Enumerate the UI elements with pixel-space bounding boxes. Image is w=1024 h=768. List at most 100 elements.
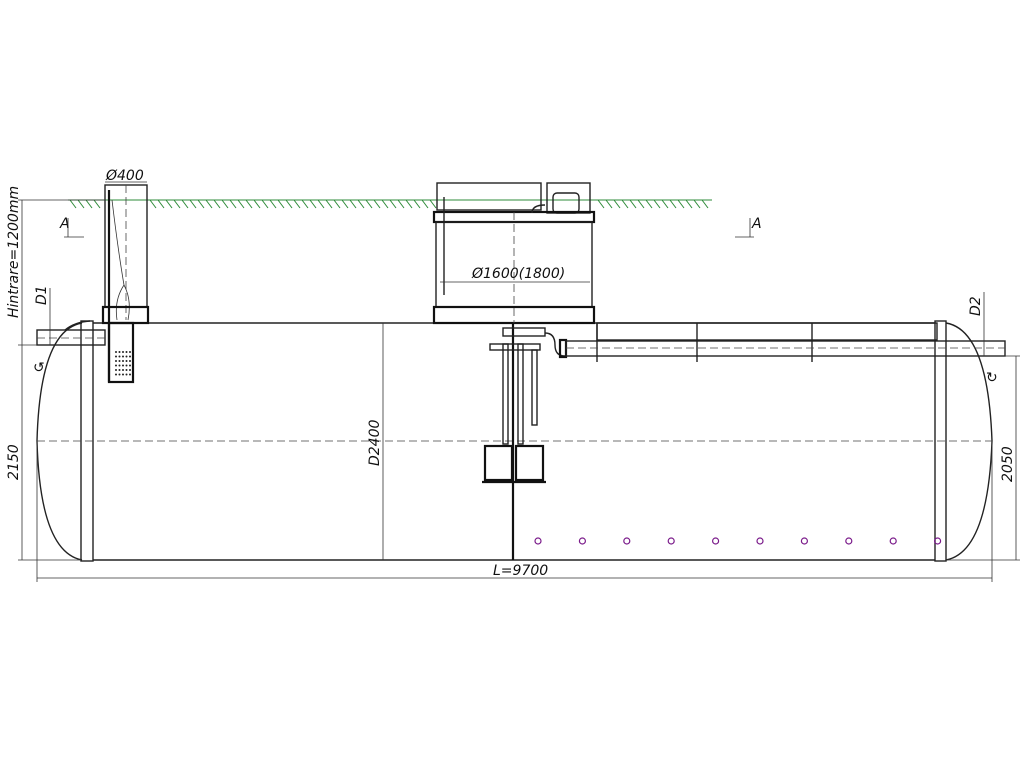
aerator-icon (933, 537, 942, 545)
basket-perforation (129, 364, 131, 367)
ground-hatch (261, 199, 269, 209)
basket-perforation (118, 373, 121, 376)
basket-perforation (122, 369, 124, 371)
inlet-shaft (101, 184, 150, 384)
ground-hatch (405, 199, 413, 209)
ground-hatch (357, 199, 365, 209)
ground-hatch (413, 199, 421, 209)
ground-hatch (621, 199, 629, 209)
aerator-icon (711, 537, 720, 545)
ground-hatch (349, 199, 357, 209)
ground-hatch (149, 199, 157, 209)
compressor-icon (552, 192, 580, 214)
ground-hatch (269, 199, 277, 209)
ground-hatch (597, 199, 605, 209)
basket-perforation (125, 369, 128, 371)
basket-perforation (115, 360, 117, 362)
ground-hatch (157, 199, 165, 209)
tank-length-label: L=9700 (493, 563, 548, 579)
ground-hatch (181, 199, 189, 209)
tank-body (36, 320, 993, 562)
ground-hatch (629, 199, 637, 209)
ground-hatch (189, 199, 197, 209)
inlet-pipe (36, 320, 106, 346)
ground-hatch (197, 199, 205, 209)
basket-perforation (118, 351, 121, 353)
ground-hatch (221, 199, 229, 209)
ground-hatch (253, 199, 261, 209)
basket-perforation (129, 351, 131, 353)
basket-perforation (125, 364, 128, 367)
basket-perforation (122, 373, 124, 376)
ground-hatch (693, 199, 701, 209)
outlet-label: D2 (968, 296, 984, 316)
ground-hatch (93, 199, 101, 209)
chamber-diameter-label: Ø1600(1800) (471, 266, 565, 282)
aerator-icon (578, 537, 587, 545)
ground-hatch (397, 199, 405, 209)
outlet-height-label: 2050 (1000, 446, 1016, 482)
ground-hatch (421, 199, 429, 209)
ground-hatch (77, 199, 85, 209)
basket-perforation (129, 369, 131, 371)
ground-hatch (653, 199, 661, 209)
aerator-icon (667, 537, 675, 545)
ground-hatch (661, 199, 669, 209)
basket-perforation (125, 351, 128, 353)
ground-hatch (173, 199, 181, 209)
ground-hatch (285, 199, 293, 209)
aerator-icon (845, 537, 853, 545)
ground-hatch (317, 199, 325, 209)
ground-line (68, 199, 712, 209)
inlet-height-label: 2150 (6, 444, 22, 480)
basket-perforation (118, 360, 121, 362)
tank-diameter-label: D2400 (367, 419, 383, 466)
ground-hatch (701, 199, 709, 209)
ground-hatch (245, 199, 253, 209)
ground-hatch (677, 199, 685, 209)
ground-hatch (165, 199, 173, 209)
inlet-label: D1 (34, 285, 50, 305)
pump-assembly (482, 327, 566, 484)
ground-hatch (85, 199, 93, 209)
ground-hatch (605, 199, 613, 209)
ground-hatch (293, 199, 301, 209)
basket-perforation (115, 369, 117, 371)
shaft-diameter-label: Ø400 (105, 168, 144, 184)
ground-hatch (381, 199, 389, 209)
ground-hatch (229, 199, 237, 209)
inlet-flow-icon: ↺ (33, 360, 45, 376)
aerator-icon (800, 537, 809, 545)
basket-perforation (129, 360, 131, 362)
aerator-icon (534, 537, 542, 545)
ground-hatch (373, 199, 381, 209)
basket-perforation (125, 360, 128, 362)
outlet-flow-icon: ↻ (986, 370, 998, 386)
basket-perforation (122, 360, 124, 362)
basket-perforation (115, 355, 117, 358)
ground-hatch (333, 199, 341, 209)
burial-depth-label: Hintrare=1200mm (6, 186, 22, 318)
outlet-pipe (558, 322, 1006, 362)
basket-perforation (118, 355, 121, 358)
dimensions: Ø400 Hintrare=1200mm 2150 D1 D2 2050 D24… (6, 168, 1020, 582)
aerator-icon (889, 537, 897, 545)
ground-hatch (365, 199, 373, 209)
aerator-row (534, 537, 942, 545)
aerator-icon (756, 537, 764, 545)
basket-perforation (122, 355, 124, 358)
ground-hatch (429, 199, 437, 209)
central-chamber (432, 182, 596, 325)
basket-perforation (115, 373, 117, 376)
ground-hatch (205, 199, 213, 209)
ground-hatch (341, 199, 349, 209)
ground-hatch (237, 199, 245, 209)
basket-perforation (115, 351, 117, 353)
basket-perforation (129, 373, 131, 376)
ground-hatch (669, 199, 677, 209)
aerator-icon (623, 537, 631, 545)
ground-hatch (69, 199, 77, 209)
basket-perforation (118, 364, 121, 367)
ground-hatch (325, 199, 333, 209)
ground-hatch (309, 199, 317, 209)
